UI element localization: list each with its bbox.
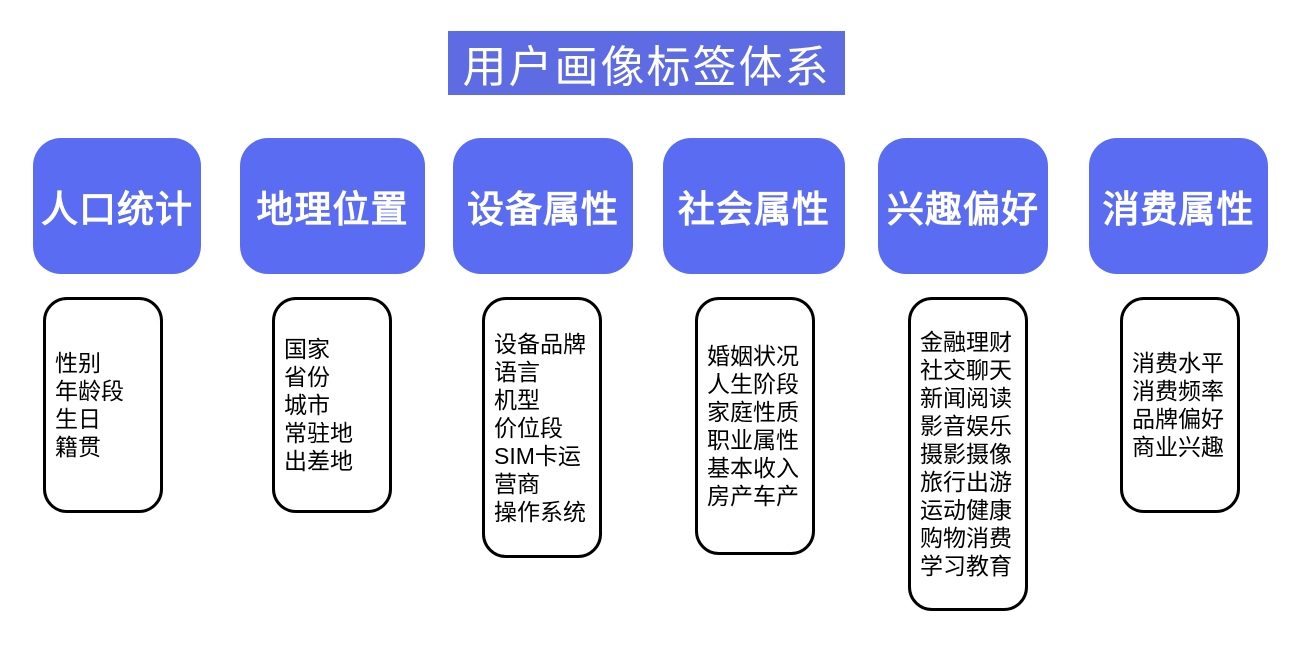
tag-item: 消费频率 (1132, 378, 1224, 404)
tag-item: 省份 (284, 364, 330, 390)
tag-item: 国家 (284, 336, 330, 362)
tag-item: 常驻地 (284, 420, 353, 446)
category-label-demographics: 人口统计 (41, 189, 193, 230)
tag-item: 出差地 (284, 448, 353, 474)
tag-item: 学习教育 (920, 553, 1012, 579)
tag-item: 品牌偏好 (1132, 406, 1224, 432)
tag-list-consumption-attributes: 消费水平 消费频率 品牌偏好 商业兴趣 (1120, 297, 1240, 513)
category-box-social-attributes: 社会属性 (663, 138, 845, 274)
tag-item: 性别 (55, 350, 101, 376)
tag-item: 消费水平 (1132, 350, 1224, 376)
tag-item: 金融理财 (920, 329, 1012, 355)
tag-list-geo-location: 国家 省份 城市 常驻地 出差地 (272, 297, 392, 513)
tag-item: 房产车产 (707, 483, 799, 509)
category-label-social-attributes: 社会属性 (678, 189, 830, 230)
category-label-geo-location: 地理位置 (256, 189, 409, 230)
tag-item: 基本收入 (707, 455, 799, 481)
tag-item: 运动健康 (920, 497, 1012, 523)
tag-item: 商业兴趣 (1132, 434, 1224, 460)
tag-item: SIM卡运 (494, 442, 581, 469)
tag-list-social-attributes: 婚姻状况 人生阶段 家庭性质 职业属性 基本收入 房产车产 (695, 297, 815, 555)
diagram-title: 用户画像标签体系 (448, 31, 845, 95)
tag-item: 职业属性 (707, 427, 799, 453)
tag-item: 年龄段 (55, 378, 124, 404)
tag-item: 生日 (55, 406, 101, 432)
category-box-device-attributes: 设备属性 (453, 138, 633, 274)
category-box-consumption-attributes: 消费属性 (1089, 138, 1268, 274)
tag-item: 家庭性质 (707, 399, 799, 425)
tag-list-demographics: 性别 年龄段 生日 籍贯 (43, 297, 163, 513)
tag-item: 营商 (494, 470, 540, 497)
tag-item: 语言 (494, 358, 540, 385)
tag-item: 摄影摄像 (920, 441, 1012, 467)
tag-list-device-attributes: 设备品牌 语言 机型 价位段 SIM卡运 营商 操作系统 (482, 297, 602, 558)
tag-item: 操作系统 (494, 498, 586, 525)
tag-item: 婚姻状况 (707, 343, 799, 369)
tag-item: 人生阶段 (707, 371, 799, 397)
category-label-interest-preferences: 兴趣偏好 (887, 189, 1039, 230)
category-label-consumption-attributes: 消费属性 (1102, 189, 1255, 230)
tag-item: 影音娱乐 (920, 413, 1012, 439)
tag-item: 机型 (494, 386, 540, 413)
tag-item: 购物消费 (920, 525, 1012, 551)
tag-list-interest-preferences: 金融理财 社交聊天 新闻阅读 影音娱乐 摄影摄像 旅行出游 运动健康 购物消费 … (908, 297, 1028, 611)
tag-item: 社交聊天 (920, 357, 1012, 383)
tag-item: 新闻阅读 (920, 385, 1012, 411)
tag-item: 旅行出游 (920, 469, 1012, 495)
tag-item: 设备品牌 (494, 330, 586, 357)
category-box-demographics: 人口统计 (33, 138, 201, 274)
tag-item: 城市 (284, 392, 330, 418)
category-box-geo-location: 地理位置 (240, 138, 425, 274)
category-label-device-attributes: 设备属性 (467, 189, 619, 230)
tag-item: 价位段 (494, 414, 563, 441)
category-box-interest-preferences: 兴趣偏好 (878, 138, 1048, 274)
tag-item: 籍贯 (55, 434, 101, 460)
